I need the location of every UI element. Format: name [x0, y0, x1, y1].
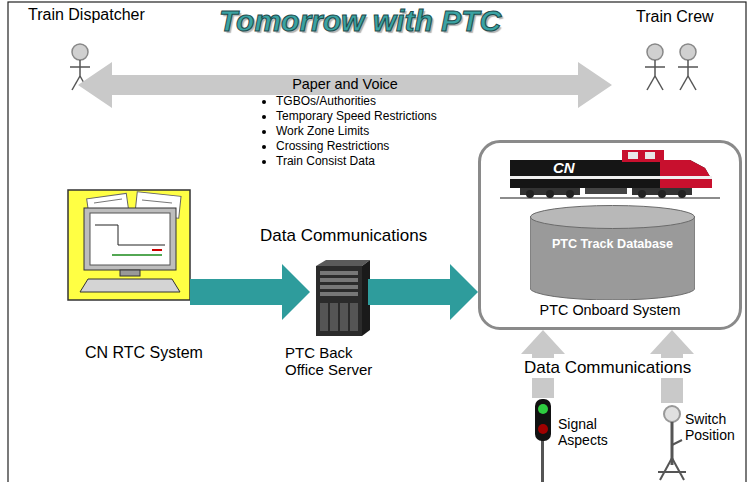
- bullet-list: TGBOs/AuthoritiesTemporary Speed Restric…: [262, 94, 437, 169]
- server-icon: [316, 260, 370, 336]
- workstation-icon: [68, 190, 190, 300]
- flow-arrow: [368, 264, 478, 320]
- signal-node: Signal Aspects: [528, 398, 628, 476]
- locomotive-icon: [500, 150, 720, 198]
- node-text: PTC Track Database: [530, 237, 695, 251]
- link-label: Data Communications: [522, 358, 693, 378]
- arrow-shape: [368, 264, 478, 320]
- actor-label: Train Crew: [636, 8, 714, 26]
- bullet-item: Temporary Speed Restrictions: [276, 109, 437, 124]
- onboard-system-box: PTC Onboard System PTC Track Database: [478, 140, 742, 330]
- flow-arrow: [190, 264, 310, 320]
- actor-label: Train Dispatcher: [28, 6, 145, 24]
- switch-node: Switch Position: [655, 403, 743, 479]
- server-box: PTC Back Office Server: [310, 262, 368, 338]
- paper-voice-band: Paper and Voice: [78, 62, 612, 108]
- diagram-title: Tomorrow with PTC: [180, 4, 540, 39]
- node-text: CN RTC System: [85, 344, 203, 362]
- bullet-item: Work Zone Limits: [276, 124, 437, 139]
- bullet-item: TGBOs/Authorities: [276, 94, 437, 109]
- cylinder-shape: [530, 205, 695, 300]
- switch-stand-icon: [658, 406, 686, 480]
- signal-icon: [535, 399, 551, 482]
- double-arrow-band: [78, 62, 612, 108]
- bullet-item: Crossing Restrictions: [276, 139, 437, 154]
- cylinder-top: [531, 206, 695, 229]
- logo-text: CN: [553, 159, 575, 176]
- bullet-item: Train Consist Data: [276, 154, 437, 169]
- arrow-shape: [190, 264, 310, 320]
- cylinder-body: [530, 217, 695, 300]
- track-database-cylinder: PTC Track Database: [530, 205, 695, 300]
- node-text: Paper and Voice: [78, 76, 612, 93]
- person-figure: [645, 44, 698, 90]
- rtc-system-box: CN RTC System: [68, 190, 190, 300]
- node-text: PTC Onboard System: [481, 302, 739, 319]
- link-label: Data Communications: [260, 226, 427, 246]
- node-text: Switch Position: [685, 411, 741, 443]
- node-text: PTC Back Office Server: [285, 344, 385, 379]
- frame-border: [8, 2, 746, 482]
- node-text: Signal Aspects: [558, 416, 628, 448]
